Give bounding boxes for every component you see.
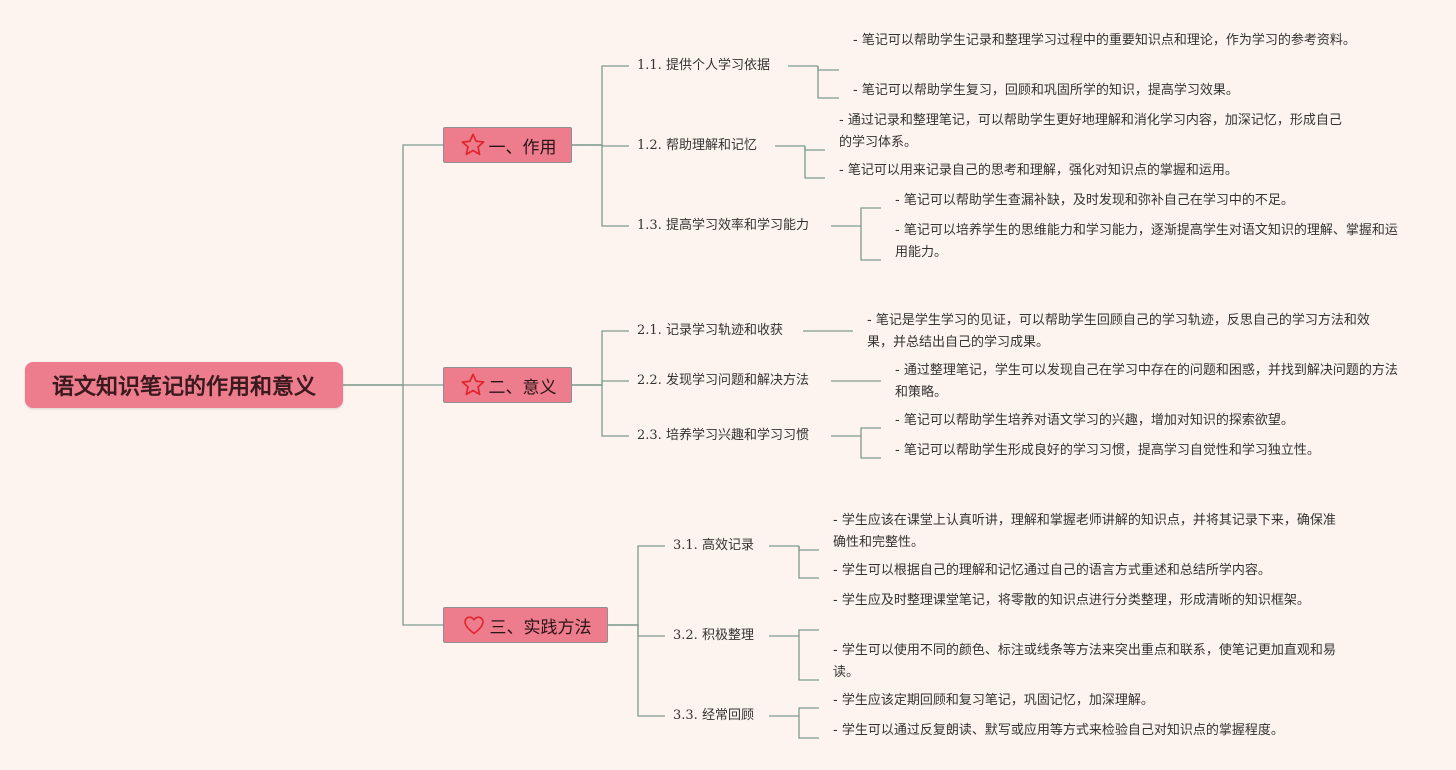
root-topic-label: 语文知识笔记的作用和意义 (51, 375, 316, 400)
heart-icon (460, 611, 488, 639)
sub-topic-1-3[interactable]: 1.3. 提高学习效率和学习能力 (637, 218, 809, 233)
leaf-2-2-1: - 通过整理笔记，学生可以发现自己在学习中存在的问题和困惑，并找到解决问题的方法… (895, 363, 1398, 400)
leaf-3-2-1: - 学生应及时整理课堂笔记，将零散的知识点进行分类整理，形成清晰的知识框架。 (833, 593, 1310, 608)
branch-2[interactable]: 二、意义 (443, 367, 572, 403)
sub-topic-3-3[interactable]: 3.3. 经常回顾 (673, 708, 754, 723)
sub-topic-2-1[interactable]: 2.1. 记录学习轨迹和收获 (637, 323, 783, 338)
leaf-1-3-1: - 笔记可以帮助学生查漏补缺，及时发现和弥补自己在学习中的不足。 (895, 193, 1294, 208)
sub-topic-1-2[interactable]: 1.2. 帮助理解和记忆 (637, 138, 757, 153)
leaf-1-1-1: - 笔记可以帮助学生记录和整理学习过程中的重要知识点和理论，作为学习的参考资料。 (853, 33, 1356, 48)
leaf-1-3-2: - 笔记可以培养学生的思维能力和学习能力，逐渐提高学生对语文知识的理解、掌握和运… (895, 223, 1398, 260)
star-icon (459, 371, 487, 399)
leaf-3-2-2: - 学生可以使用不同的颜色、标注或线条等方法来突出重点和联系，使笔记更加直观和易… (833, 643, 1336, 680)
branch-label: 一、作用 (488, 137, 557, 158)
leaf-1-1-2: - 笔记可以帮助学生复习，回顾和巩固所学的知识，提高学习效果。 (853, 83, 1239, 98)
leaf-1-2-2: - 笔记可以用来记录自己的思考和理解，强化对知识点的掌握和运用。 (839, 163, 1238, 178)
leaf-3-1-1: - 学生应该在课堂上认真听讲，理解和掌握老师讲解的知识点，并将其记录下来，确保准… (833, 513, 1336, 550)
sub-topic-3-1[interactable]: 3.1. 高效记录 (673, 538, 754, 553)
sub-topic-1-1[interactable]: 1.1. 提供个人学习依据 (637, 58, 770, 73)
branch-label: 三、实践方法 (489, 617, 592, 638)
leaf-2-3-1: - 笔记可以帮助学生培养对语文学习的兴趣，增加对知识的探索欲望。 (895, 413, 1294, 428)
star-icon (459, 131, 487, 159)
sub-topic-2-2[interactable]: 2.2. 发现学习问题和解决方法 (637, 373, 809, 388)
branch-3[interactable]: 三、实践方法 (443, 607, 608, 643)
leaf-1-2-1: - 通过记录和整理笔记，可以帮助学生更好地理解和消化学习内容，加深记忆，形成自己… (839, 113, 1342, 150)
sub-topic-2-3[interactable]: 2.3. 培养学习兴趣和学习习惯 (637, 428, 809, 443)
branch-1[interactable]: 一、作用 (443, 127, 572, 163)
leaf-2-1-1: - 笔记是学生学习的见证，可以帮助学生回顾自己的学习轨迹，反思自己的学习方法和效… (867, 313, 1370, 350)
leaf-3-1-2: - 学生可以根据自己的理解和记忆通过自己的语言方式重述和总结所学内容。 (833, 563, 1271, 578)
sub-topic-3-2[interactable]: 3.2. 积极整理 (673, 628, 754, 643)
root-topic[interactable]: 语文知识笔记的作用和意义 (25, 362, 343, 408)
leaf-3-3-1: - 学生应该定期回顾和复习笔记，巩固记忆，加深理解。 (833, 693, 1154, 708)
leaf-2-3-2: - 笔记可以帮助学生形成良好的学习习惯，提高学习自觉性和学习独立性。 (895, 443, 1320, 458)
leaf-3-3-2: - 学生可以通过反复朗读、默写或应用等方式来检验自己对知识点的掌握程度。 (833, 723, 1284, 738)
branch-label: 二、意义 (488, 377, 557, 398)
